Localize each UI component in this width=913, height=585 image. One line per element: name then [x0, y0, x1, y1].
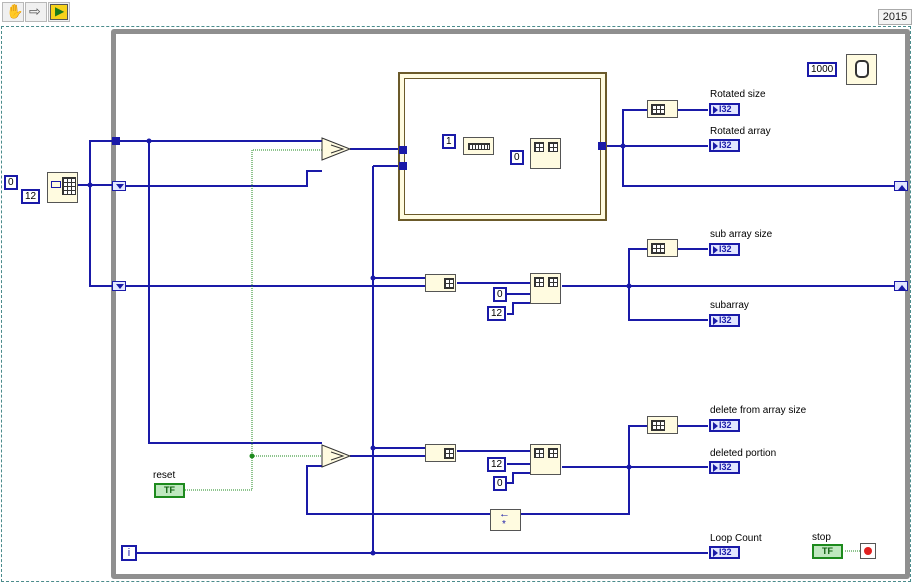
replace-index-constant[interactable]: 0 [510, 150, 524, 165]
run-tool-button[interactable]: ▶ [48, 2, 70, 22]
shift-register-right-1[interactable] [894, 181, 908, 191]
version-badge: 2015 [878, 9, 912, 25]
feedback-node[interactable]: ← * [490, 508, 521, 531]
rotated-size-indicator[interactable]: I32 [709, 103, 740, 116]
subarray-label: subarray [710, 300, 749, 311]
rotated-size-array-size-node[interactable] [647, 100, 678, 118]
inner-structure[interactable] [398, 72, 607, 221]
rotated-array-label: Rotated array [710, 126, 771, 137]
shift-register-left-1[interactable] [112, 181, 126, 191]
shift-register-right-2[interactable] [894, 281, 908, 291]
loop-condition-terminal[interactable] [860, 543, 876, 559]
delete-length-constant[interactable]: 12 [487, 457, 507, 472]
rotated-size-label: Rotated size [710, 89, 766, 100]
subarray-indicator[interactable]: I32 [709, 314, 740, 327]
delete-from-array-node[interactable] [530, 444, 561, 475]
delete-from-array-size-indicator[interactable]: I32 [709, 419, 740, 432]
delete-array-size-node[interactable] [647, 416, 678, 434]
inner-tunnel-2 [399, 162, 407, 170]
loop-count-label: Loop Count [710, 533, 762, 544]
element-icon [51, 181, 61, 188]
subarray-build-node[interactable] [425, 274, 456, 292]
step-arrow-icon: ⇨ [29, 3, 41, 19]
wait-ms-node[interactable] [846, 54, 877, 85]
block-diagram-frame [1, 26, 911, 582]
array-grid-icon [62, 177, 76, 195]
loop-count-indicator[interactable]: I32 [709, 546, 740, 559]
sub-array-size-label: sub array size [710, 229, 773, 240]
inner-tunnel-1 [399, 146, 407, 154]
deleted-portion-label: deleted portion [710, 448, 777, 459]
sub-array-size-node[interactable] [647, 239, 678, 257]
watch-icon [855, 60, 869, 78]
stop-sign-icon [864, 547, 872, 555]
rotate-array-node[interactable] [463, 137, 494, 155]
deleted-portion-indicator[interactable]: I32 [709, 461, 740, 474]
delete-index-constant[interactable]: 0 [493, 476, 507, 491]
subarray-length-constant[interactable]: 12 [487, 306, 507, 321]
reset-control[interactable]: TF [154, 483, 185, 498]
labview-run-icon [50, 4, 68, 20]
rotate-count-constant[interactable]: 1 [442, 134, 456, 149]
init-length-constant[interactable]: 12 [21, 189, 41, 204]
reset-label: reset [153, 470, 176, 481]
while-loop[interactable] [111, 29, 910, 579]
stop-label: stop [812, 532, 831, 543]
array-subset-node[interactable] [530, 273, 561, 304]
shift-register-left-2[interactable] [112, 281, 126, 291]
probe-hand-icon: ✋ [6, 3, 24, 19]
delete-from-array-size-label: delete from array size [710, 405, 807, 416]
star-icon: * [502, 519, 506, 530]
iteration-terminal[interactable]: i [121, 545, 137, 561]
sub-array-size-indicator[interactable]: I32 [709, 243, 740, 256]
initialize-array-node[interactable] [47, 172, 78, 203]
step-tool-button[interactable]: ⇨ [25, 2, 47, 22]
left-arrow-icon: ← [499, 508, 510, 520]
stop-control[interactable]: TF [812, 544, 843, 559]
delete-build-node[interactable] [425, 444, 456, 462]
replace-subset-node[interactable] [530, 138, 561, 169]
subarray-index-constant[interactable]: 0 [493, 287, 507, 302]
shift-register-top-left[interactable] [112, 137, 120, 145]
probe-tool-button[interactable]: ✋ [2, 2, 24, 22]
wait-ms-constant[interactable]: 1000 [807, 62, 838, 77]
rotated-array-indicator[interactable]: I32 [709, 139, 740, 152]
inner-tunnel-out [598, 142, 606, 150]
rotate-grid-icon [468, 143, 490, 150]
init-index-constant[interactable]: 0 [4, 175, 18, 190]
